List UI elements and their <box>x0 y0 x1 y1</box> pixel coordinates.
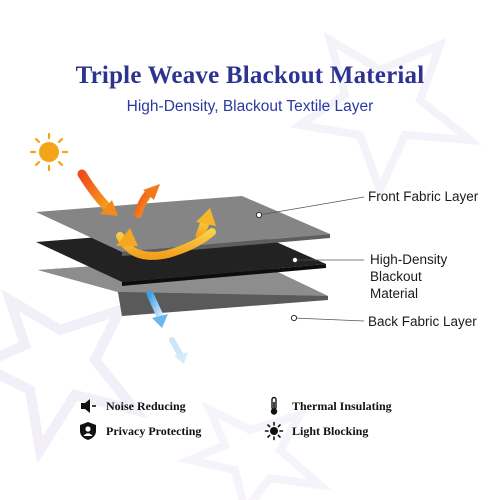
feature-light-label: Light Blocking <box>292 423 369 438</box>
middle-layer-label-line2: Blackout <box>370 269 422 284</box>
feature-noise-label: Noise Reducing <box>106 398 186 413</box>
shield-person-icon <box>80 422 96 440</box>
back-layer-label: Back Fabric Layer <box>368 314 477 329</box>
background-star-bottom <box>177 401 333 500</box>
middle-layer-label: High-Density Blackout Material <box>370 251 447 302</box>
feature-light-blocking: Light Blocking <box>264 421 368 441</box>
background-star-right <box>289 31 483 201</box>
feature-thermal-label: Thermal Insulating <box>292 398 392 413</box>
heat-reflect-arrow-right <box>195 208 216 241</box>
leader-back <box>290 314 365 322</box>
heat-curve-arrow <box>116 228 216 260</box>
feature-noise-reducing: Noise Reducing <box>78 396 186 416</box>
light-transmit-arrow <box>146 290 188 364</box>
front-layer-label: Front Fabric Layer <box>368 189 479 204</box>
feature-thermal-insulating: Thermal Insulating <box>264 396 392 416</box>
page-subtitle: High-Density, Blackout Textile Layer <box>126 98 374 115</box>
sun-small-icon <box>264 421 284 441</box>
sun-icon <box>29 132 69 172</box>
middle-layer-label-line1: High-Density <box>370 252 448 267</box>
feature-privacy-protecting: Privacy Protecting <box>78 421 201 441</box>
feature-privacy-label: Privacy Protecting <box>106 423 202 438</box>
leader-middle <box>291 256 364 264</box>
thermometer-icon <box>270 396 278 415</box>
leader-front <box>255 196 365 219</box>
page-title: Triple Weave Blackout Material <box>75 62 425 89</box>
background-star-left <box>0 288 149 464</box>
speaker-mute-icon <box>81 399 96 413</box>
heat-incoming-arrow <box>77 169 118 216</box>
middle-layer-label-line3: Material <box>370 286 419 301</box>
heat-reflect-arrow-left <box>134 184 160 218</box>
